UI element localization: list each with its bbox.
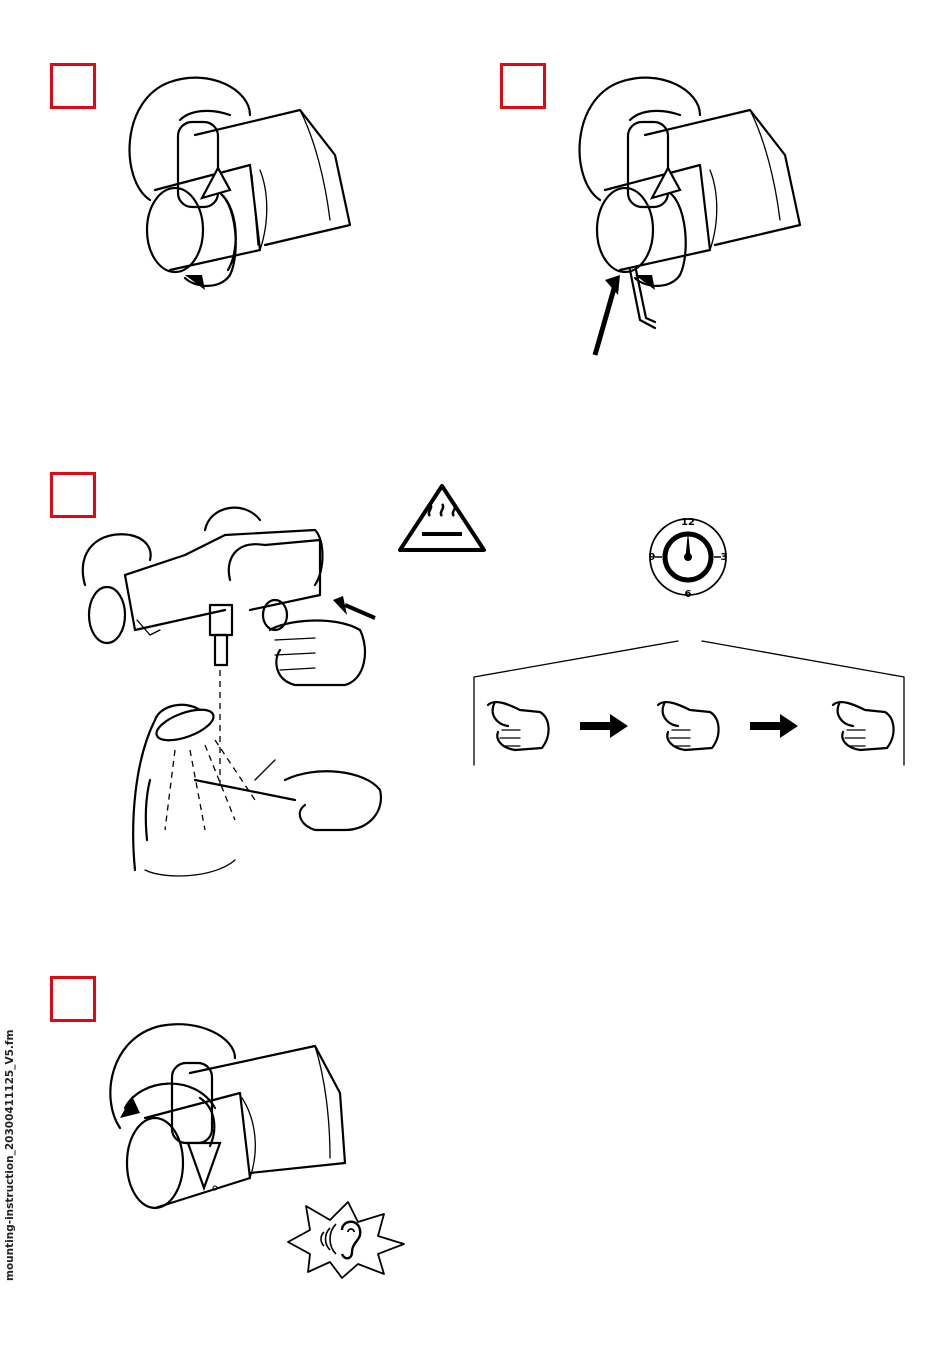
step4-illustration — [100, 1018, 360, 1218]
arrow-right-icon — [580, 714, 628, 738]
ear-click-icon — [280, 1198, 410, 1278]
step-box-1 — [50, 63, 96, 109]
hand-icon-2 — [658, 702, 719, 750]
step3-illustration — [75, 500, 395, 880]
hand-icon-1 — [488, 702, 549, 750]
hot-surface-warning-icon — [396, 482, 488, 554]
clock-label-6: 6 — [685, 589, 692, 600]
clock-dial: 12 3 6 9 — [643, 515, 733, 600]
clock-label-9: 9 — [649, 552, 656, 563]
step-box-2 — [500, 63, 546, 109]
clock-label-3: 3 — [721, 552, 728, 563]
clock-label-12: 12 — [681, 517, 695, 528]
step-box-4 — [50, 976, 96, 1022]
hand-icon-3 — [833, 702, 894, 750]
hand-sequence — [480, 690, 910, 760]
arrow-right-icon — [750, 714, 798, 738]
step1-illustration — [110, 70, 370, 300]
footer-filename: mounting-instruction_20300411125_V5.fm — [4, 1071, 16, 1281]
step2-illustration — [560, 70, 820, 370]
